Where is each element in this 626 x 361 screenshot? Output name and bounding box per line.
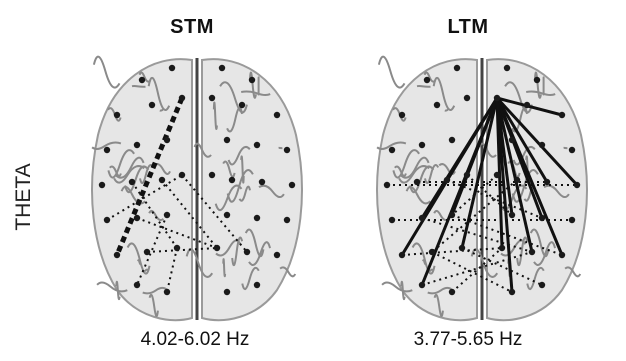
electrode-dot bbox=[389, 147, 395, 153]
electrode-dot bbox=[209, 172, 215, 178]
electrode-dot bbox=[559, 252, 565, 258]
electrode-dot bbox=[139, 77, 145, 83]
electrode-dot bbox=[494, 172, 500, 178]
electrode-dot bbox=[254, 215, 260, 221]
electrode-dot bbox=[104, 217, 110, 223]
electrode-dot bbox=[174, 245, 180, 251]
ltm-brain-diagram bbox=[357, 40, 607, 330]
electrode-dot bbox=[499, 245, 505, 251]
electrode-dot bbox=[254, 282, 260, 288]
electrode-dot bbox=[539, 142, 545, 148]
electrode-dot bbox=[544, 179, 550, 185]
electrode-dot bbox=[509, 137, 515, 143]
electrode-dot bbox=[459, 245, 465, 251]
electrode-dot bbox=[509, 289, 515, 295]
electrode-dot bbox=[164, 289, 170, 295]
electrode-dot bbox=[164, 212, 170, 218]
electrode-dot bbox=[284, 147, 290, 153]
electrode-dot bbox=[104, 147, 110, 153]
electrode-dot bbox=[449, 212, 455, 218]
electrode-dot bbox=[434, 102, 440, 108]
ltm-panel-title: LTM bbox=[408, 16, 528, 39]
electrode-dot bbox=[224, 289, 230, 295]
electrode-dot bbox=[239, 102, 245, 108]
electrode-dot bbox=[164, 137, 170, 143]
theta-band-label: THETA bbox=[4, 152, 44, 242]
stm-brain-diagram bbox=[72, 40, 322, 330]
electrode-dot bbox=[114, 252, 120, 258]
electrode-dot bbox=[464, 95, 470, 101]
electrode-dot bbox=[249, 77, 255, 83]
sulcus bbox=[445, 110, 449, 111]
electrode-dot bbox=[114, 112, 120, 118]
electrode-dot bbox=[254, 142, 260, 148]
electrode-dot bbox=[274, 252, 280, 258]
electrode-dot bbox=[99, 182, 105, 188]
electrode-dot bbox=[494, 95, 500, 101]
electrode-dot bbox=[539, 215, 545, 221]
electrode-dot bbox=[389, 217, 395, 223]
electrode-dot bbox=[134, 282, 140, 288]
electrode-dot bbox=[284, 217, 290, 223]
electrode-dot bbox=[449, 289, 455, 295]
electrode-dot bbox=[159, 177, 165, 183]
electrode-dot bbox=[524, 102, 530, 108]
electrode-dot bbox=[569, 147, 575, 153]
sulcus bbox=[94, 57, 120, 88]
electrode-dot bbox=[559, 112, 565, 118]
sulcus bbox=[132, 86, 146, 87]
electrode-dot bbox=[289, 182, 295, 188]
electrode-dot bbox=[229, 177, 235, 183]
electrode-dot bbox=[259, 179, 265, 185]
electrode-dot bbox=[534, 77, 540, 83]
electrode-dot bbox=[179, 95, 185, 101]
electrode-dot bbox=[209, 95, 215, 101]
electrode-dot bbox=[529, 249, 535, 255]
electrode-dot bbox=[149, 102, 155, 108]
electrode-dot bbox=[224, 212, 230, 218]
electrode-dot bbox=[274, 112, 280, 118]
electrode-dot bbox=[464, 172, 470, 178]
electrode-dot bbox=[504, 65, 510, 71]
electrode-dot bbox=[399, 252, 405, 258]
sulcus bbox=[417, 86, 431, 87]
electrode-dot bbox=[244, 249, 250, 255]
sulcus bbox=[379, 57, 405, 88]
electrode-dot bbox=[384, 182, 390, 188]
electrode-dot bbox=[569, 217, 575, 223]
theta-band-text: THETA bbox=[12, 163, 36, 230]
electrode-dot bbox=[224, 137, 230, 143]
electrode-dot bbox=[419, 142, 425, 148]
electrode-dot bbox=[414, 179, 420, 185]
electrode-dot bbox=[539, 282, 545, 288]
electrode-dot bbox=[144, 249, 150, 255]
electrode-dot bbox=[129, 179, 135, 185]
electrode-dot bbox=[424, 77, 430, 83]
electrode-dot bbox=[134, 215, 140, 221]
electrode-dot bbox=[454, 65, 460, 71]
electrode-dot bbox=[214, 245, 220, 251]
ltm-frequency-label: 3.77-5.65 Hz bbox=[368, 329, 568, 351]
electrode-dot bbox=[169, 65, 175, 71]
sulcus bbox=[223, 259, 225, 276]
electrode-dot bbox=[219, 65, 225, 71]
electrode-dot bbox=[444, 177, 450, 183]
electrode-dot bbox=[514, 177, 520, 183]
electrode-dot bbox=[134, 142, 140, 148]
stm-frequency-label: 4.02-6.02 Hz bbox=[95, 329, 295, 351]
electrode-dot bbox=[399, 112, 405, 118]
electrode-dot bbox=[509, 212, 515, 218]
electrode-dot bbox=[419, 215, 425, 221]
stm-panel-title: STM bbox=[132, 16, 252, 39]
electrode-dot bbox=[429, 249, 435, 255]
electrode-dot bbox=[449, 137, 455, 143]
electrode-dot bbox=[574, 182, 580, 188]
sulcus bbox=[160, 110, 164, 111]
electrode-dot bbox=[419, 282, 425, 288]
electrode-dot bbox=[179, 172, 185, 178]
